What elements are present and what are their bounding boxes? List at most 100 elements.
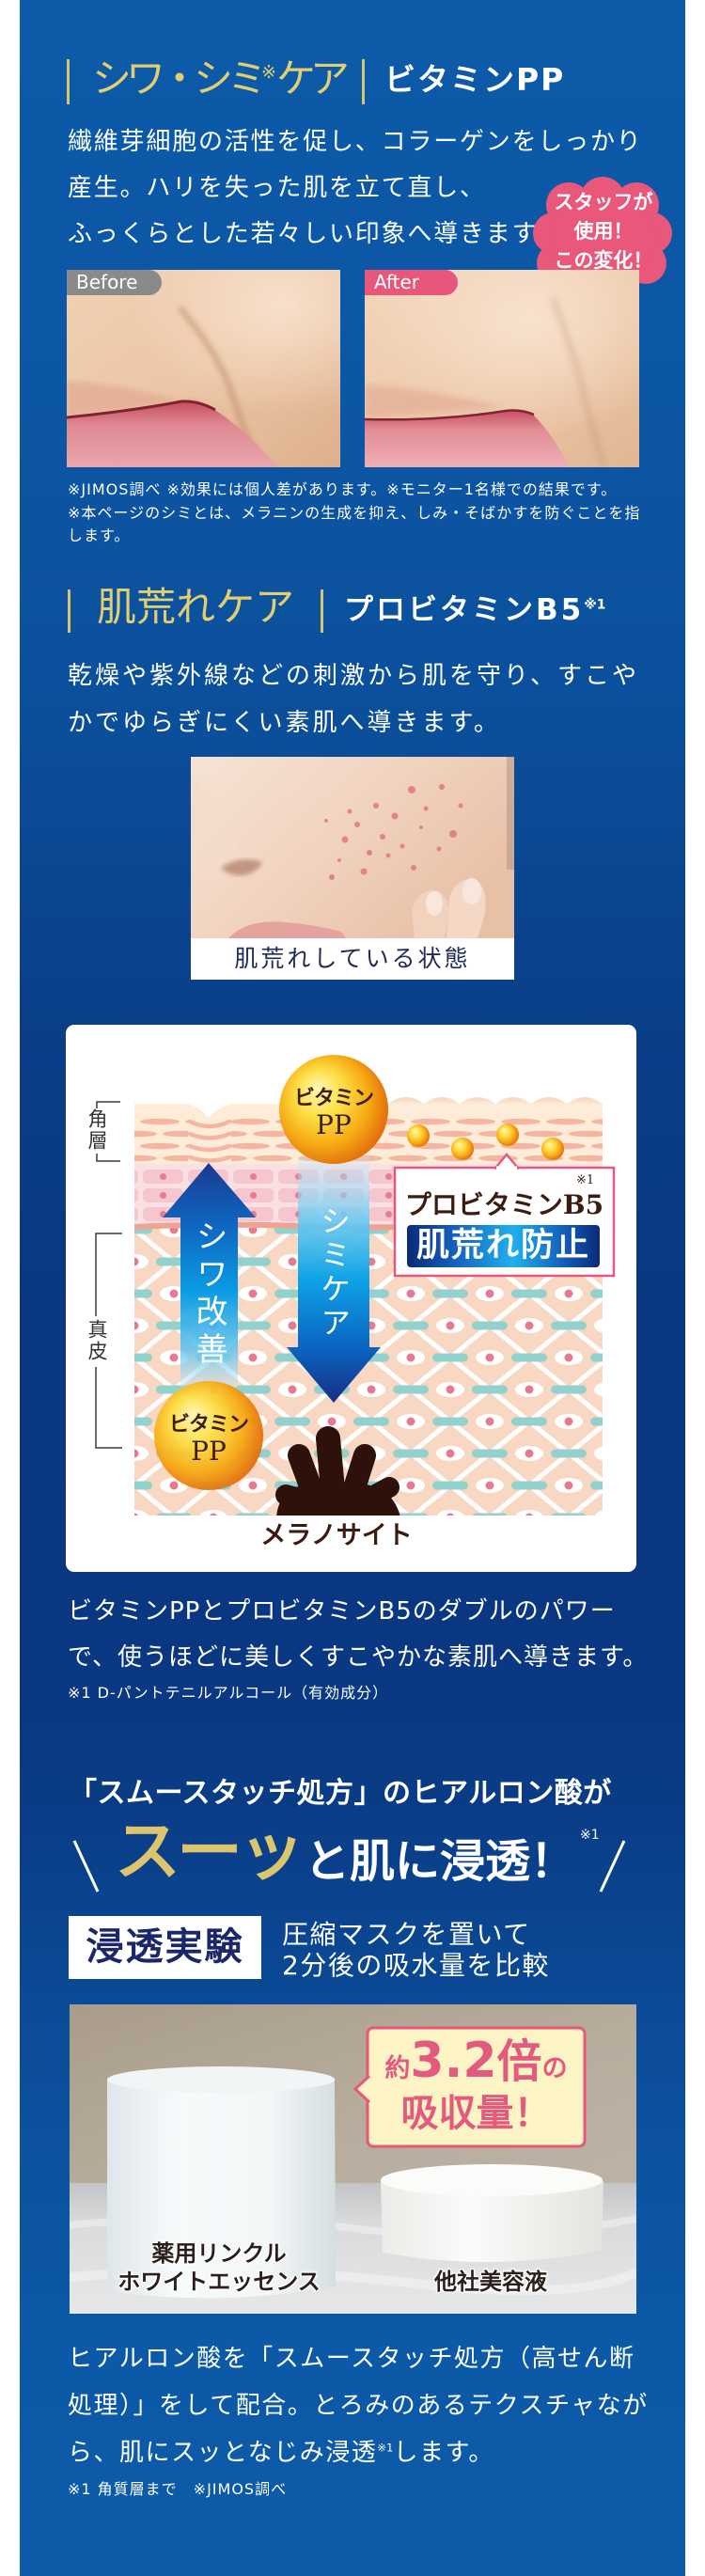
callout-value: 3.2 (410, 2033, 497, 2089)
heading-title-suffix: ケア (275, 55, 350, 102)
note-line: ※本ページのシミとは、メラニンの生成を抑え、しみ・そばかすを防ぐことを指 (68, 503, 641, 522)
before-photo: Before (67, 270, 340, 467)
wrinkle-heading-title: シワ・シミ※ケア (92, 53, 350, 105)
wrinkle-notes: ※JIMOS調べ ※効果には個人差があります。※モニター1名様での結果です。 ※… (68, 479, 640, 548)
description-line: 産生。ハリを失った肌を立て直し、 (68, 174, 486, 202)
dermis-label: 真皮 (86, 1319, 108, 1362)
absorption-callout-line1: 約3.2倍の (368, 2033, 585, 2100)
provitamin-particles (407, 1123, 564, 1160)
product-label-right: 他社美容液 (434, 2269, 547, 2295)
rough-skin-image (191, 757, 514, 938)
left-mask-cylinder (107, 2069, 336, 2299)
experiment-line: 2分後の吸水量を比較 (282, 1950, 550, 1981)
skin-layer-illustration (95, 1055, 616, 1516)
headline-gold-text: スーッ (115, 1812, 305, 1890)
description-line: かでゆらぎにくい素肌へ導きます。 (68, 709, 501, 737)
headline-slashes (72, 1840, 626, 1893)
provitamin-callout-frame (393, 1153, 616, 1278)
heading-divider-right (321, 589, 323, 633)
heading-divider-left (68, 589, 70, 633)
melanocyte-label: メラノサイト (260, 1521, 413, 1550)
ball-label-line1: ビタミン (168, 1412, 249, 1437)
skin-diagram-card: 角層 真皮 ビタミン PP ビタミン PP シワ改善 シミケア ※1 プロビタミ… (66, 1025, 636, 1572)
description-line: で、使うほどに美しくすこやかな素肌へ導きます。 (68, 1643, 649, 1672)
vitamin-pp-ball-bottom: ビタミン PP (154, 1381, 263, 1490)
slash-decoration (599, 1840, 626, 1893)
backslash-decoration (72, 1840, 100, 1893)
headline-white-text: と肌に浸透！ (305, 1835, 576, 1888)
after-label: After (365, 270, 458, 295)
experiment-line: 圧縮マスクを置いて (282, 1919, 531, 1950)
rough-skin-photo-caption: 肌荒れしている状態 (191, 938, 514, 980)
spot-care-label: シミケア (316, 1205, 352, 1341)
hyaluronic-description: ヒアルロン酸を「スムースタッチ処方（高せん断 処理）」をして配合。とろみのあるテ… (68, 2335, 649, 2476)
melanocyte-icon (275, 1426, 400, 1516)
description-line: 処理）」をして配合。とろみのあるテクスチャなが (68, 2392, 649, 2420)
heading-divider-left (67, 59, 70, 104)
hyaluronic-lead: 「スムースタッチ処方」のヒアルロン酸が (69, 1777, 612, 1810)
description-text-end: します。 (393, 2439, 494, 2467)
wrinkle-lines (187, 1119, 232, 1163)
rough-skin-heading-title: 肌荒れケア (97, 584, 295, 630)
label-line: 薬用リンクル (151, 2240, 287, 2267)
wrinkle-description: 繊維芽細胞の活性を促し、コラーゲンをしっかり 産生。ハリを失った肌を立て直し、 … (68, 119, 643, 258)
bubble-line: この変化！ (554, 249, 653, 272)
note-line: ※JIMOS調べ ※効果には個人差があります。※モニター1名様での結果です。 (68, 480, 618, 498)
before-skin-image (67, 270, 340, 467)
callout-unit: 倍 (496, 2035, 542, 2088)
arrow-up-icon (163, 1163, 256, 1396)
hyaluronic-footnote: ※1 角質層まで ※JIMOS調べ (68, 2480, 288, 2498)
description-line: ら、肌にスッとなじみ浸透※1します。 (68, 2429, 649, 2476)
before-label: Before (67, 270, 162, 295)
callout-prefix: 約 (384, 2054, 411, 2083)
rough-skin-photo (191, 757, 514, 938)
after-photo: After (365, 270, 639, 467)
absorption-callout-frame (352, 2026, 587, 2148)
vitamin-pp-ball-top: ビタミン PP (279, 1055, 388, 1164)
double-power-description: ビタミンPPとプロビタミンB5のダブルのパワー で、使うほどに美しくすこやかな素… (68, 1589, 648, 1681)
heading-title-text: シワ・シミ (92, 55, 267, 102)
acne-spots (324, 784, 463, 880)
rough-skin-prevention-badge: 肌荒れ防止 (415, 1227, 590, 1264)
heading-note-mark: ※ (261, 62, 276, 83)
vitamin-ball-top-icon (279, 1055, 388, 1164)
headline-note-mark: ※1 (580, 1828, 600, 1843)
ball-label-line1: ビタミン (293, 1086, 374, 1110)
experiment-badge: 浸透実験 (69, 1916, 261, 1979)
rough-skin-description: 乾燥や紫外線などの刺激から肌を守り、すこや かでゆらぎにくい素肌へ導きます。 (68, 652, 639, 746)
bubble-line: 使用！ (573, 220, 634, 243)
label-line: ホワイトエッセンス (118, 2269, 321, 2295)
staff-used-bubble: スタッフが 使用！ この変化！ (530, 188, 677, 275)
heading-divider-right (362, 59, 365, 104)
rough-skin-heading-ingredient: プロビタミンB5※1 (344, 591, 605, 629)
experiment-description: 圧縮マスクを置いて 2分後の吸水量を比較 (282, 1919, 550, 1981)
arrow-down-icon (287, 1156, 381, 1403)
callout-note-mark: ※1 (576, 1173, 595, 1187)
stratum-corneum-label: 角層 (86, 1108, 108, 1152)
after-skin-image (365, 270, 639, 467)
description-line: ふっくらとした若々しい印象へ導きます。 (68, 220, 562, 248)
ingredient-name: プロビタミンB5 (344, 593, 585, 627)
callout-title: プロビタミンB5 (404, 1189, 604, 1220)
heading-ingredient: ビタミンPP (384, 61, 566, 98)
absorption-callout-line2: 吸収量！ (400, 2092, 552, 2135)
vitamin-ball-bottom-icon (154, 1381, 263, 1490)
ingredient-note-mark: ※1 (584, 597, 606, 613)
description-note-mark: ※1 (377, 2441, 394, 2455)
note-line: します。 (68, 526, 131, 544)
description-line: 乾燥や紫外線などの刺激から肌を守り、すこや (68, 662, 639, 690)
bubble-line: スタッフが (554, 191, 653, 213)
compressed-mask-image (70, 2004, 636, 2314)
absorption-experiment-photo: 約3.2倍の 吸収量！ 薬用リンクル ホワイトエッセンス 他社美容液 (70, 2004, 636, 2314)
wrinkle-improvement-label: シワ改善 (190, 1219, 227, 1370)
layer-brackets (95, 1101, 122, 1449)
description-line: 繊維芽細胞の活性を促し、コラーゲンをしっかり (68, 128, 643, 156)
double-power-footnote: ※1 D-パントテニルアルコール（有効成分） (68, 1684, 389, 1702)
product-label-left: 薬用リンクル ホワイトエッセンス (106, 2239, 332, 2296)
description-line: ビタミンPPとプロビタミンB5のダブルのパワー (68, 1597, 616, 1626)
description-line: ヒアルロン酸を「スムースタッチ処方（高せん断 (68, 2345, 635, 2373)
callout-suffix: の (541, 2054, 568, 2083)
ball-label-line2: PP (191, 1436, 227, 1467)
ball-label-line2: PP (316, 1109, 352, 1140)
